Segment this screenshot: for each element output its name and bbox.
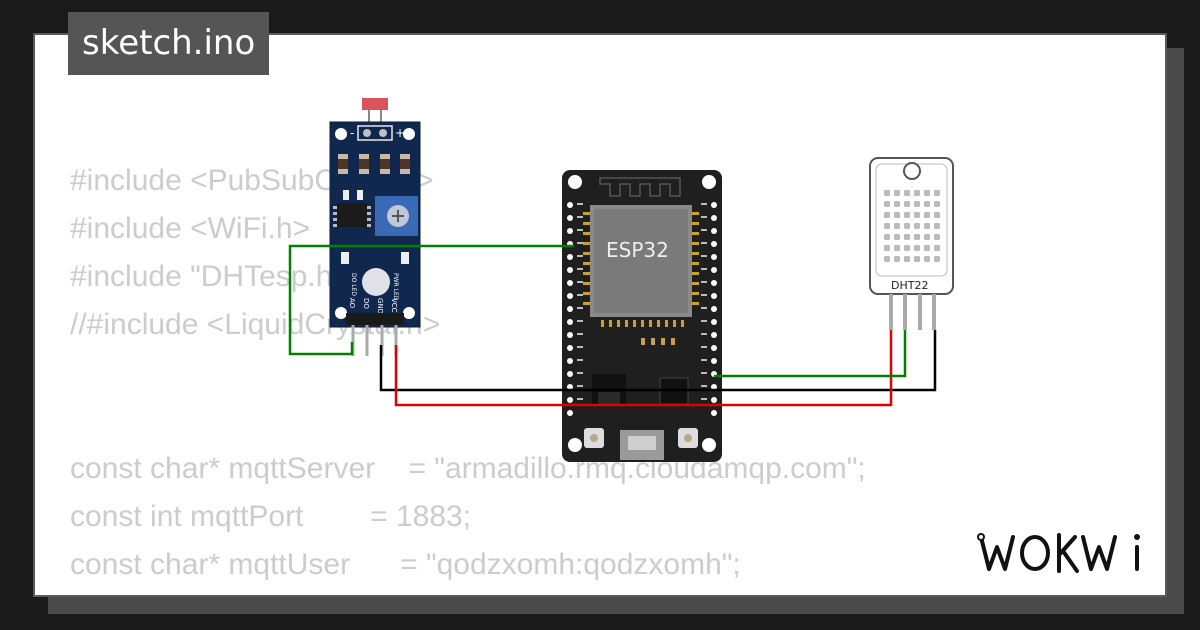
- dht-grille-hole: [914, 245, 920, 251]
- dht22-sensor[interactable]: DHT22: [869, 157, 954, 330]
- dht-grille-hole: [924, 212, 930, 218]
- dht-grille-hole: [934, 256, 940, 262]
- dht-grille-hole: [904, 234, 910, 240]
- dht-grille-hole: [884, 190, 890, 196]
- dht-grille-hole: [934, 190, 940, 196]
- dht-grille-hole: [884, 223, 890, 229]
- dht-grille-hole: [924, 245, 930, 251]
- dht-grille-hole: [934, 201, 940, 207]
- ldr-module[interactable]: - + DO LED PWR LED AO: [329, 98, 421, 356]
- code-line: #include "DHTesp.h": [70, 260, 344, 293]
- dht-grille-hole: [904, 256, 910, 262]
- dht-grille-hole: [894, 201, 900, 207]
- ldr-plus-label: +: [395, 126, 405, 140]
- dht-grille-hole: [914, 234, 920, 240]
- esp32-board[interactable]: ESP32: [562, 170, 722, 462]
- dht-grille-hole: [914, 212, 920, 218]
- dht-grille-hole: [904, 245, 910, 251]
- wires: [288, 244, 937, 407]
- dht-grille-hole: [914, 190, 920, 196]
- dht-grille-hole: [924, 223, 930, 229]
- dht-grille-hole: [904, 212, 910, 218]
- dht-grille-hole: [894, 245, 900, 251]
- dht-grille-hole: [904, 201, 910, 207]
- dht-grille-hole: [884, 212, 890, 218]
- dht-grille-hole: [904, 190, 910, 196]
- code-line: const char* mqttUser = "qodzxomh:qodzxom…: [70, 548, 741, 581]
- wire-green-dht-data[interactable]: [714, 330, 907, 378]
- wire-red-vcc[interactable]: [394, 330, 893, 407]
- ldr-minus-label: -: [350, 126, 354, 140]
- dht-grille-hole: [934, 212, 940, 218]
- dht-grille-hole: [884, 245, 890, 251]
- pin-label-ao: AO: [348, 298, 356, 309]
- photoresistor: [362, 98, 388, 110]
- esp32-label: ESP32: [606, 238, 669, 262]
- dht-grille-hole: [904, 223, 910, 229]
- dht-grille-hole: [914, 223, 920, 229]
- dht-grille-hole: [894, 256, 900, 262]
- wire-black-gnd[interactable]: [379, 330, 937, 392]
- do-led-label: DO LED: [350, 273, 357, 296]
- dht-grille-hole: [894, 234, 900, 240]
- dht-grille-hole: [934, 245, 940, 251]
- pin-label-do: DO: [362, 298, 370, 309]
- dht-grille-hole: [924, 256, 930, 262]
- dht-grille-hole: [884, 234, 890, 240]
- dht-grille-hole: [924, 190, 930, 196]
- sketch-title-tab[interactable]: sketch.ino: [68, 12, 270, 75]
- dht-grille-hole: [924, 201, 930, 207]
- code-line: #include <WiFi.h>: [70, 212, 311, 245]
- pin-label-gnd: GND: [376, 298, 384, 314]
- dht-grille-hole: [934, 234, 940, 240]
- wire-green-ldr-ao[interactable]: [288, 244, 574, 356]
- wokwi-logo-icon: [977, 533, 1140, 573]
- code-line: const int mqttPort = 1883;: [70, 500, 472, 533]
- dht-grille-hole: [884, 201, 890, 207]
- dht-grille-hole: [924, 234, 930, 240]
- dht-grille-hole: [894, 223, 900, 229]
- dht-grille-hole: [934, 223, 940, 229]
- dht-grille-hole: [884, 256, 890, 262]
- dht-grille-hole: [894, 212, 900, 218]
- dht-grille-hole: [894, 190, 900, 196]
- dht-grille-hole: [914, 256, 920, 262]
- pwr-led-label: PWR LED: [392, 273, 399, 301]
- dht-grille-hole: [914, 201, 920, 207]
- pin-label-vcc: VCC: [390, 298, 398, 313]
- dht22-label: DHT22: [891, 279, 928, 292]
